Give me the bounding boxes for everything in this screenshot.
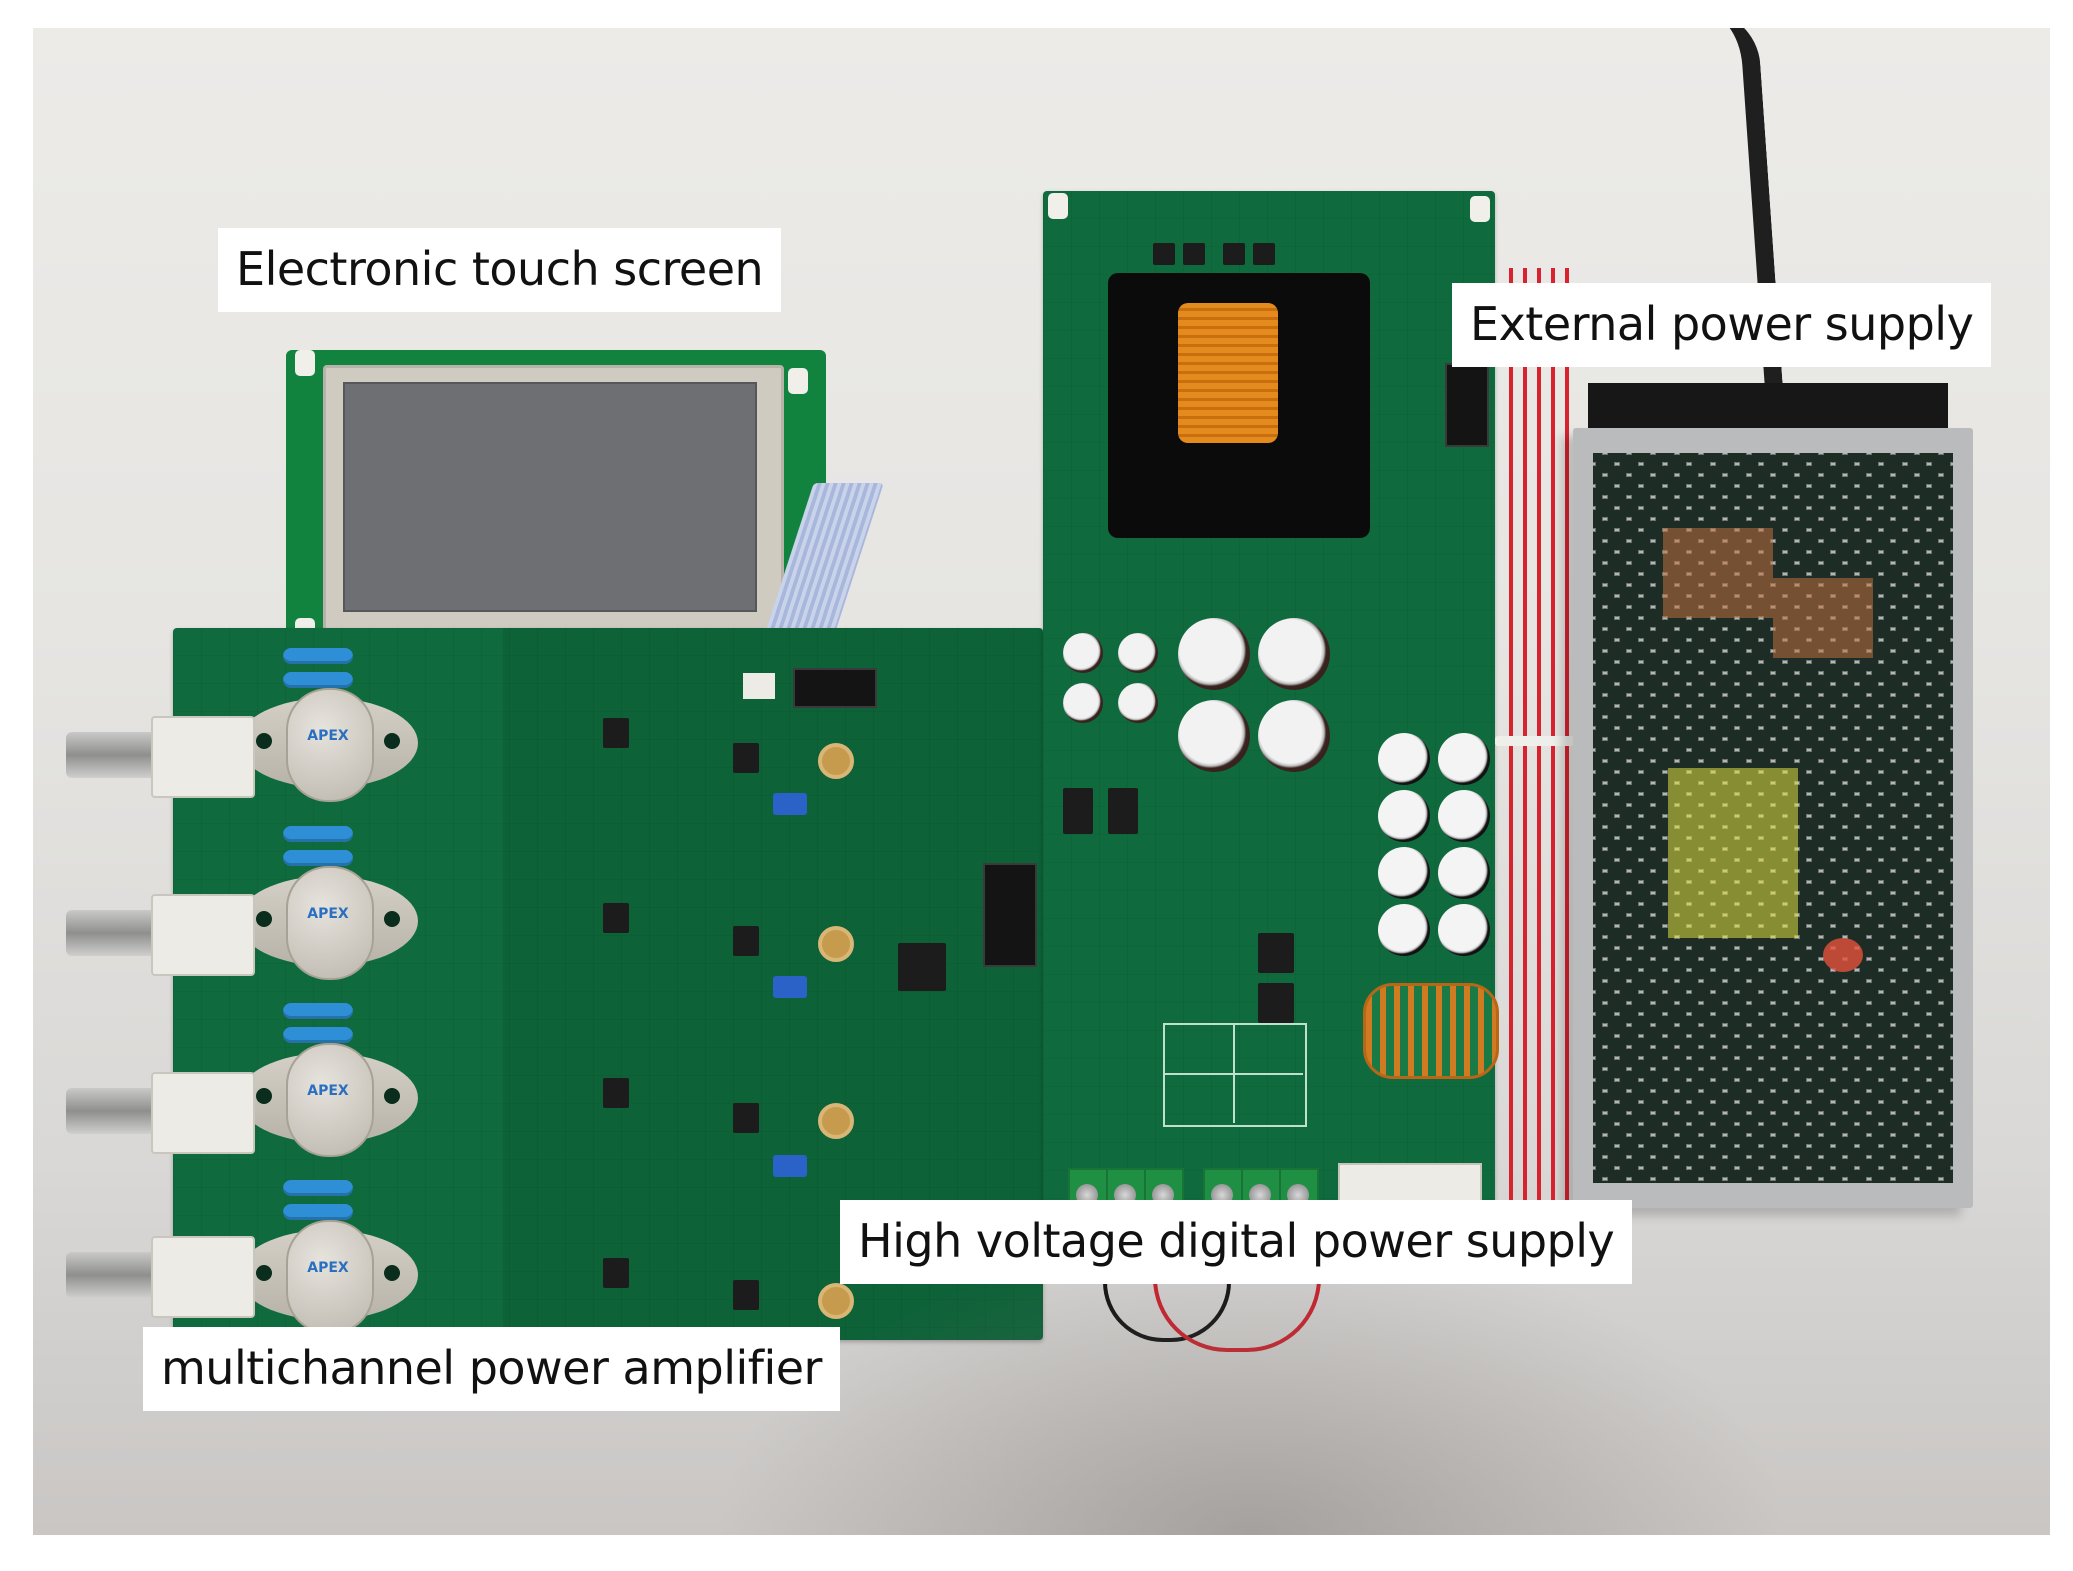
- trimmer-pot: [773, 793, 807, 815]
- capacitor: [1438, 847, 1490, 899]
- large-capacitor: [1258, 618, 1330, 690]
- standoff: [295, 350, 315, 376]
- pad-divider: [1163, 1073, 1303, 1075]
- psu-component: [1823, 938, 1863, 972]
- capacitor: [1378, 847, 1430, 899]
- apex-power-ic: APEX: [238, 1220, 418, 1334]
- psu-inductor: [1773, 578, 1873, 658]
- ic-chip: [733, 1103, 759, 1133]
- capacitor: [1063, 683, 1103, 723]
- capacitor: [1438, 904, 1490, 956]
- resistor: [283, 826, 353, 842]
- ic-chip: [603, 718, 629, 748]
- standoff: [1048, 193, 1068, 219]
- red-wire-bundle: [1503, 268, 1573, 1268]
- apex-power-ic: APEX: [238, 866, 418, 980]
- capacitor: [1378, 904, 1430, 956]
- pin-header: [793, 668, 877, 708]
- psu-transformer: [1668, 768, 1798, 938]
- ic-chip: [1223, 243, 1245, 265]
- cable-tie: [1495, 736, 1575, 746]
- power-mosfet: [1108, 788, 1138, 834]
- capacitor: [1063, 633, 1103, 673]
- external-psu: [1573, 428, 1973, 1208]
- large-capacitor: [1258, 700, 1330, 772]
- standoff: [788, 368, 808, 394]
- pin-header: [1445, 363, 1489, 447]
- resistor: [283, 1180, 353, 1196]
- capacitor: [1438, 790, 1490, 842]
- transformer-winding: [1178, 303, 1278, 443]
- ic-chip: [1253, 243, 1275, 265]
- ic-chip: [1258, 933, 1294, 973]
- sma-connector: [818, 926, 854, 962]
- resistor: [283, 1027, 353, 1043]
- resistor: [283, 1003, 353, 1019]
- power-cable: [1698, 28, 1786, 430]
- sma-connector: [818, 1103, 854, 1139]
- ic-chip: [1183, 243, 1205, 265]
- common-mode-choke: [1363, 983, 1499, 1079]
- apex-power-ic: APEX: [238, 1043, 418, 1157]
- black-wire: [1103, 1278, 1231, 1342]
- capacitor: [1378, 733, 1430, 785]
- resistor: [283, 648, 353, 664]
- ic-chip: [733, 1280, 759, 1310]
- ic-chip: [1258, 983, 1294, 1023]
- touch-screen-display: [343, 382, 757, 612]
- jst-connector: [743, 673, 775, 699]
- ic-chip: [1153, 243, 1175, 265]
- capacitor: [1118, 633, 1158, 673]
- trimmer-pot: [773, 1155, 807, 1177]
- sma-connector: [818, 743, 854, 779]
- ic-chip: [603, 1258, 629, 1288]
- ic-chip: [603, 1078, 629, 1108]
- trimmer-pot: [773, 976, 807, 998]
- label-external-power-supply: External power supply: [1452, 283, 1992, 367]
- psu-inductor: [1663, 528, 1773, 618]
- resistor: [283, 850, 353, 866]
- power-mosfet: [1063, 788, 1093, 834]
- mcu-chip: [898, 943, 946, 991]
- pad-area: [1163, 1023, 1307, 1127]
- label-multichannel-power-amplifier: multichannel power amplifier: [143, 1327, 840, 1411]
- standoff: [1470, 196, 1490, 222]
- ic-chip: [603, 903, 629, 933]
- capacitor: [1118, 683, 1158, 723]
- capacitor: [1378, 790, 1430, 842]
- large-capacitor: [1178, 618, 1250, 690]
- apex-power-ic: APEX: [238, 688, 418, 802]
- label-electronic-touch-screen: Electronic touch screen: [218, 228, 782, 312]
- sma-connector: [818, 1283, 854, 1319]
- screw-terminal-block: [983, 863, 1037, 967]
- label-hv-digital-power-supply: High voltage digital power supply: [840, 1200, 1633, 1284]
- ic-chip: [733, 743, 759, 773]
- resistor: [283, 1204, 353, 1220]
- red-wire: [1153, 1278, 1321, 1352]
- resistor: [283, 672, 353, 688]
- large-capacitor: [1178, 700, 1250, 772]
- ic-chip: [733, 926, 759, 956]
- capacitor: [1438, 733, 1490, 785]
